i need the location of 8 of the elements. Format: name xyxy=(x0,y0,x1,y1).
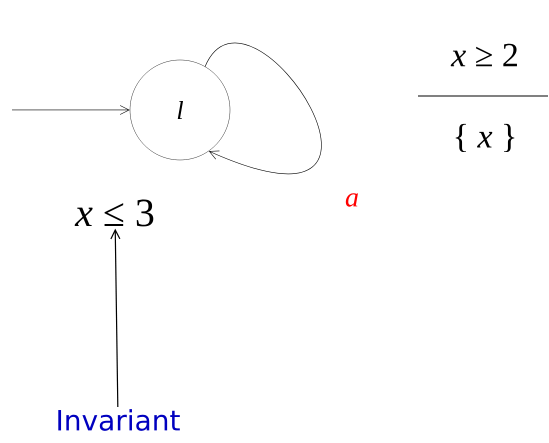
invariant-formula: x ≤ 3 xyxy=(74,200,154,226)
guard-text: { x } xyxy=(456,124,514,152)
annotation-text: Invariant xyxy=(58,409,180,431)
arrow xyxy=(110,228,120,407)
arrow xyxy=(204,42,322,174)
edge-label: a xyxy=(346,193,358,207)
guard-text: x ≥ 2 xyxy=(450,44,517,66)
arrow xyxy=(12,105,130,115)
